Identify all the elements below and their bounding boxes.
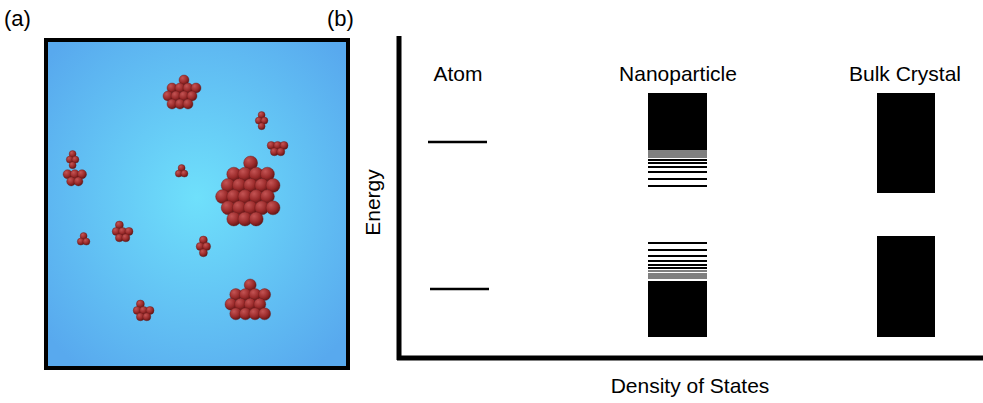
energy-level [648, 271, 707, 272]
energy-level [648, 255, 707, 257]
panel-label: (a) [4, 8, 31, 30]
energy-level [648, 274, 707, 275]
atom-sphere [122, 234, 130, 242]
energy-level [648, 162, 707, 164]
energy-level [648, 166, 707, 168]
energy-level [648, 151, 707, 152]
atom-sphere [249, 212, 263, 226]
atom-sphere [181, 170, 188, 177]
column-label: Bulk Crystal [849, 63, 961, 84]
energy-level [648, 171, 707, 173]
atom-level [430, 288, 489, 291]
energy-level [648, 276, 707, 277]
solution-box [46, 40, 348, 368]
nanoparticle-clusters [63, 75, 288, 321]
atom-sphere [277, 148, 285, 156]
column-label: Nanoparticle [619, 63, 737, 84]
atom-sphere [199, 249, 207, 257]
atom-sphere [69, 162, 76, 169]
atom-level [428, 141, 487, 144]
atom-sphere [143, 313, 151, 321]
energy-level [648, 264, 707, 266]
atom-sphere [258, 123, 265, 130]
energy-level [648, 178, 707, 180]
panel-label: (b) [327, 8, 354, 30]
axis-label: Energy [361, 169, 382, 236]
energy-level [648, 242, 707, 244]
dos-axis [397, 356, 983, 361]
nanoparticle-band [648, 281, 707, 337]
bulk-band [877, 93, 935, 193]
energy-level [648, 260, 707, 262]
energy-level [648, 249, 707, 251]
energy-level [648, 278, 707, 279]
energy-level [648, 157, 707, 158]
energy-level [648, 267, 707, 269]
energy-level [648, 185, 707, 187]
atom-sphere [83, 238, 90, 245]
nanoparticle-band [648, 93, 707, 150]
axis-label: Density of States [611, 375, 770, 396]
column-label: Atom [433, 63, 482, 84]
energy-level [648, 159, 707, 161]
atom-sphere [259, 308, 271, 320]
energy-level [648, 153, 707, 154]
atom-sphere [183, 99, 193, 109]
atom-sphere [266, 201, 280, 215]
energy-axis [397, 36, 402, 360]
nanoparticle-levels [648, 151, 707, 278]
energy-level [648, 155, 707, 156]
bulk-band [877, 236, 935, 337]
atom-sphere [74, 177, 83, 186]
